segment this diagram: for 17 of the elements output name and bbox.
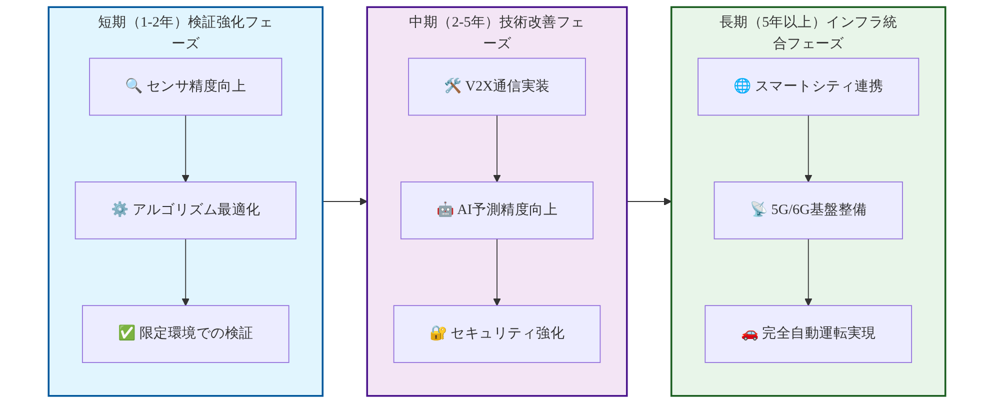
arrow xyxy=(493,114,501,182)
arrow xyxy=(182,114,190,182)
node-box: ✅ 限定環境での検証 xyxy=(82,305,290,363)
node-box: 🔐 セキュリティ強化 xyxy=(393,305,601,363)
arrow xyxy=(493,238,501,306)
arrow xyxy=(182,238,190,306)
node-box: 🛠 V2X通信実装 xyxy=(408,58,586,116)
node-box: 📡 5G/6G基盤整備 xyxy=(714,181,903,240)
node-box: 🤖 AI予測精度向上 xyxy=(400,181,594,240)
arrow xyxy=(626,198,672,206)
arrow xyxy=(322,198,368,206)
node-box: 🌐 スマートシティ連携 xyxy=(698,58,920,116)
node-box: 🚗 完全自動運転実現 xyxy=(704,305,912,363)
arrow xyxy=(804,114,812,182)
node-box: ⚙ アルゴリズム最適化 xyxy=(74,181,296,240)
node-box: 🔍 センサ精度向上 xyxy=(89,58,282,116)
arrow xyxy=(804,238,812,306)
